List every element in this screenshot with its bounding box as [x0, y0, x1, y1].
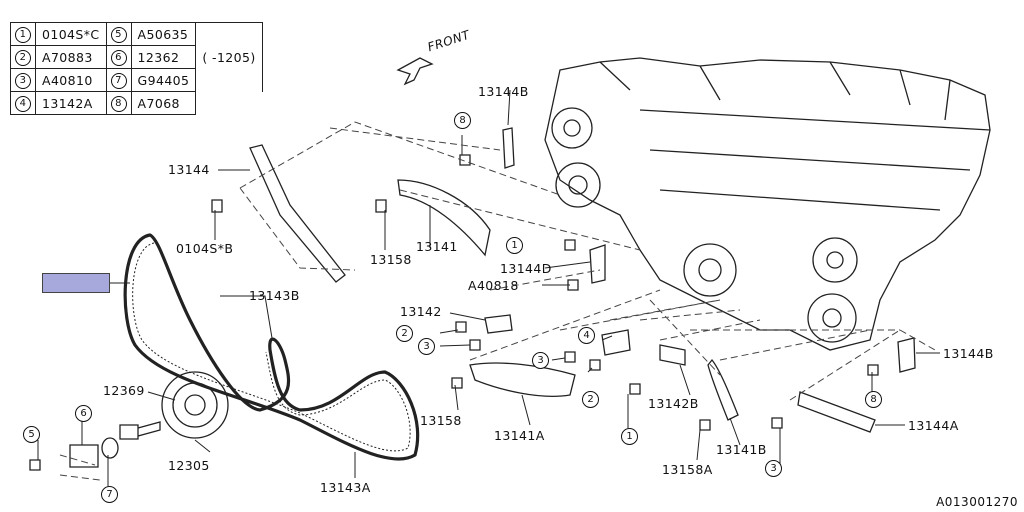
- callout-7: 7: [101, 486, 118, 503]
- legend-part: G94405: [130, 68, 197, 92]
- guide-13144a: [797, 391, 876, 433]
- callout-3: 3: [532, 352, 549, 369]
- legend-part: 0104S*C: [35, 22, 107, 46]
- legend-row: 1 0104S*C 5 A50635 ( -1205): [10, 22, 263, 92]
- part-label-13144b-top[interactable]: 13144B: [478, 84, 529, 99]
- part-label-12369[interactable]: 12369: [103, 383, 145, 398]
- part-label-13144a[interactable]: 13144A: [908, 418, 959, 433]
- diagram-reference: A013001270: [936, 495, 1018, 509]
- tensioner-13142: [484, 314, 513, 334]
- cam-sprocket-1: [551, 107, 593, 149]
- callout-4: 4: [578, 327, 595, 344]
- part-label-13158a[interactable]: 13158A: [662, 462, 713, 477]
- engine-block: [544, 57, 991, 351]
- bracket-13144b-right: [897, 337, 916, 373]
- part-label-12305[interactable]: 12305: [168, 458, 210, 473]
- part-label-13142b[interactable]: 13142B: [648, 396, 699, 411]
- crank-bolt: [119, 421, 161, 440]
- legend-part: A50635: [130, 22, 197, 46]
- callout-3: 3: [765, 460, 782, 477]
- part-label-13142[interactable]: 13142: [400, 304, 442, 319]
- legend-callout: 4: [15, 96, 31, 112]
- callout-1: 1: [506, 237, 523, 254]
- belt-idler-13141: [397, 179, 491, 257]
- crank-pulley: [161, 371, 229, 439]
- part-label-13158[interactable]: 13158: [370, 252, 412, 267]
- callout-5: 5: [23, 426, 40, 443]
- legend-row: 2 A70883 6 12362: [10, 45, 263, 69]
- callout-3: 3: [418, 338, 435, 355]
- legend-callout: 7: [110, 73, 127, 89]
- legend-callout: 1: [15, 27, 31, 43]
- callout-8: 8: [865, 391, 882, 408]
- legend-part: 13142A: [35, 91, 107, 115]
- part-label-13144b-right[interactable]: 13144B: [943, 346, 994, 361]
- bracket-13144d: [589, 244, 606, 284]
- front-arrow: [396, 57, 434, 86]
- callout-8: 8: [454, 112, 471, 129]
- guide-13141b: [707, 358, 739, 421]
- legend-callout: 8: [110, 96, 127, 112]
- callout-2: 2: [396, 325, 413, 342]
- tensioner-4: [601, 329, 631, 356]
- legend-callout: 2: [15, 50, 31, 66]
- part-label-13141b[interactable]: 13141B: [716, 442, 767, 457]
- belt-guide-13144: [249, 144, 346, 283]
- part-label-13144[interactable]: 13144: [168, 162, 210, 177]
- legend-callout: 3: [15, 73, 31, 89]
- legend-part: 12362: [130, 45, 197, 69]
- part-label-13144d[interactable]: 13144D: [500, 261, 552, 276]
- part-label-13141[interactable]: 13141: [416, 239, 458, 254]
- part-label-13141a[interactable]: 13141A: [494, 428, 545, 443]
- tensioner-13142b: [659, 344, 686, 366]
- legend-row: 4 13142A 8 A7068: [10, 91, 263, 115]
- callout-6: 6: [75, 405, 92, 422]
- cam-sprocket-3: [812, 237, 858, 283]
- part-label-a40818[interactable]: A40818: [468, 278, 519, 293]
- legend-range: ( -1205): [195, 22, 263, 92]
- belt-idler-13141a: [469, 362, 576, 397]
- legend-row: 3 A40810 7 G94405: [10, 68, 263, 92]
- part-label-0104sb[interactable]: 0104S*B: [176, 241, 234, 256]
- bracket-13144b-top: [502, 127, 515, 169]
- legend-part: A7068: [130, 91, 197, 115]
- legend-callout: 5: [110, 27, 127, 43]
- highlighted-part-timing-belt[interactable]: [42, 273, 110, 293]
- legend-part: A70883: [35, 45, 107, 69]
- part-label-13158-lower[interactable]: 13158: [420, 413, 462, 428]
- legend-callout: 6: [110, 50, 127, 66]
- crank-sprocket: [683, 243, 737, 297]
- callout-1: 1: [621, 428, 638, 445]
- callout-2: 2: [582, 391, 599, 408]
- legend-table: 1 0104S*C 5 A50635 ( -1205) 2 A70883 6 1…: [10, 22, 263, 115]
- sensor-bracket: [69, 444, 99, 468]
- cam-sprocket-4: [807, 293, 857, 343]
- part-label-13143b[interactable]: 13143B: [249, 288, 300, 303]
- part-label-13143a[interactable]: 13143A: [320, 480, 371, 495]
- legend-part: A40810: [35, 68, 107, 92]
- cam-sprocket-2: [555, 162, 601, 208]
